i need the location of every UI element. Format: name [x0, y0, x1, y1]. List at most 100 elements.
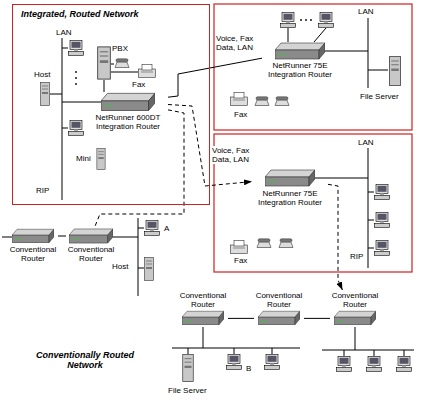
region-title: Integrated, Routed Network [21, 9, 201, 19]
ellipsis-dots [75, 83, 77, 85]
server-tower [41, 47, 401, 382]
device-label: Fax [234, 110, 247, 119]
workstation [69, 41, 84, 56]
workstation [367, 357, 382, 372]
device-label: B [246, 364, 251, 373]
device-label: LAN [56, 28, 72, 37]
router-icon [255, 310, 303, 326]
device-label: RIP [350, 252, 363, 261]
lan-cable [2, 18, 414, 356]
workstation [69, 13, 412, 372]
ellipsis-dots [75, 71, 77, 73]
server-tower [389, 57, 400, 86]
router-label: NetRunner 75E Integration Router [263, 60, 337, 80]
router-icon [182, 310, 224, 326]
router-icon [253, 168, 327, 188]
router-label: Conventional Router [255, 290, 303, 310]
lan-cable [2, 218, 144, 296]
device-label: RIP [36, 186, 49, 195]
ellipsis-dots [75, 77, 77, 79]
router-icon [179, 310, 227, 326]
workstation [319, 13, 334, 28]
router-label: Conventional Router [331, 290, 379, 310]
lan-cable [315, 148, 374, 268]
router-icon [334, 312, 376, 325]
telephone [257, 239, 271, 248]
router-icon [258, 312, 300, 325]
network-link [228, 318, 254, 319]
router-label: Conventional Router [67, 244, 115, 264]
workstation [375, 185, 390, 200]
server-tower [98, 47, 111, 79]
telephone [115, 59, 293, 248]
router-label: NetRunner 75E Integration Router [253, 188, 327, 208]
router-box: NetRunner 75E Integration Router [252, 168, 328, 208]
workstation [69, 121, 84, 136]
router-icon [69, 228, 113, 244]
workstation [375, 241, 390, 256]
router-icon [101, 92, 155, 112]
network-link [168, 58, 262, 97]
network-title: Conventionally Routed Network [30, 350, 140, 371]
network-link [58, 236, 66, 237]
router-icon [9, 228, 57, 244]
fax-machine [139, 65, 156, 78]
workstation [145, 221, 160, 236]
device-label: PBX [112, 44, 128, 53]
telephone [279, 239, 293, 248]
workstation [227, 355, 242, 370]
telephone [115, 59, 129, 68]
server-tower [145, 258, 154, 281]
link-label: Voice, Fax Data, LAN [212, 146, 258, 164]
device-label: Host [112, 262, 128, 271]
fax-machine [231, 241, 248, 254]
device-label: A [164, 224, 169, 233]
router-label: Conventional Router [179, 290, 227, 310]
region-boundary [214, 4, 412, 130]
router-icon [67, 228, 115, 244]
router-icon [275, 42, 325, 60]
router-icon [258, 310, 300, 326]
workstation [397, 357, 412, 372]
workstation [281, 13, 296, 28]
workstation [265, 355, 280, 370]
router-icon [263, 42, 337, 60]
router-icon [182, 312, 224, 325]
server-tower [183, 355, 194, 382]
ellipsis-dots [305, 19, 307, 21]
device-label: Fax [234, 256, 247, 265]
network-link [328, 184, 342, 290]
router-icon [331, 310, 379, 326]
telephone [275, 97, 289, 106]
router-box: Conventional Router [66, 228, 116, 264]
router-icon [265, 168, 315, 188]
server-tower [97, 148, 105, 169]
device-label: File Server [168, 386, 207, 395]
router-icon [275, 43, 325, 59]
router-icon [69, 229, 113, 243]
device-label: LAN [358, 138, 374, 147]
device-label: Mini [76, 154, 91, 163]
lan-cable [172, 327, 414, 356]
ellipsis-dots [310, 19, 312, 21]
ellipsis-dots [300, 19, 302, 21]
device-label: Fax [132, 80, 145, 89]
router-label: Conventional Router [9, 244, 57, 264]
device-label: File Server [360, 92, 399, 101]
router-icon [89, 92, 167, 112]
workstation [375, 213, 390, 228]
network-link [304, 318, 330, 319]
router-label: NetRunner 600DT Integration Router [89, 112, 167, 132]
link-label: Voice, Fax Data, LAN [216, 34, 262, 52]
fax-machine [231, 93, 248, 106]
router-box: Conventional Router [254, 290, 304, 326]
device-label: LAN [358, 7, 374, 16]
router-icon [12, 229, 54, 242]
router-icon [265, 170, 315, 186]
telephone [255, 97, 269, 106]
router-box: Conventional Router [178, 290, 228, 326]
server-tower [41, 83, 50, 106]
router-box: NetRunner 75E Integration Router [262, 42, 338, 80]
router-box: Conventional Router [330, 290, 380, 326]
